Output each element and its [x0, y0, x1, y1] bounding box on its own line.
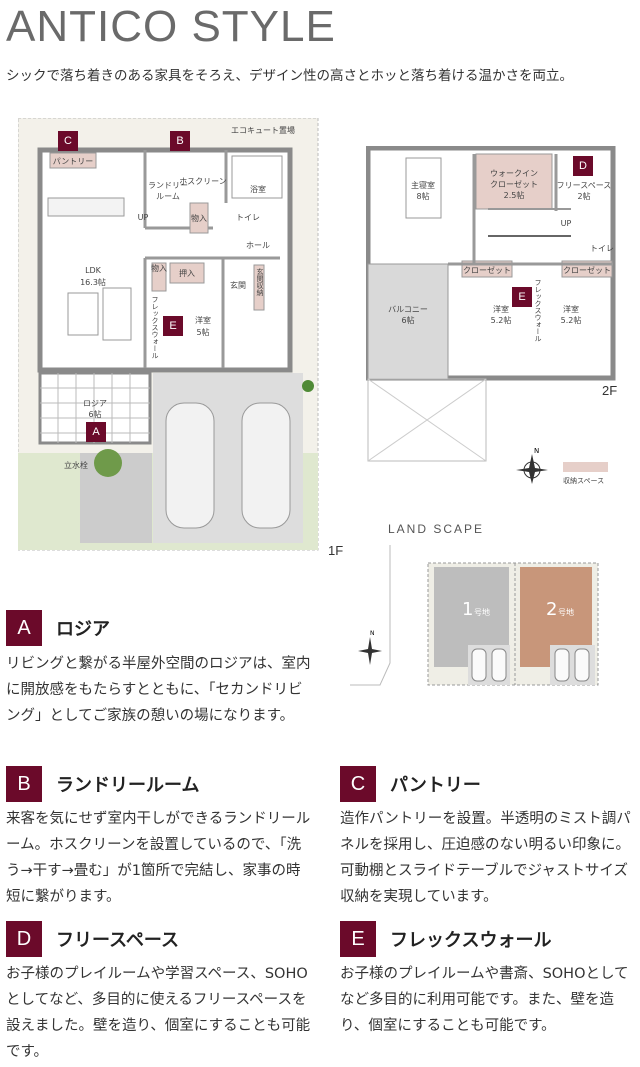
section-e-title: フレックスウォール: [390, 930, 552, 951]
section-d-badge: D: [6, 921, 42, 957]
room-western-2-size: 5.2帖: [561, 315, 582, 325]
page-title: ANTICO STYLE: [6, 2, 336, 51]
room-laundry: ランドリー: [148, 181, 188, 190]
room-logia-size: 6帖: [88, 409, 101, 419]
room-flexwall-2f: フレックスウォール: [534, 279, 542, 342]
stairs-up: UP: [138, 213, 149, 222]
room-western-1: 洋室: [493, 304, 509, 314]
lot-1-number: 1: [462, 599, 473, 620]
room-master-size: 8帖: [416, 191, 429, 201]
section-d-body: お子様のプレイルームや学習スペース、SOHOとしてなど、多目的に使えるフリースペ…: [6, 966, 311, 1060]
section-a-title: ロジア: [56, 619, 110, 640]
section-a-body: リビングと繋がる半屋外空間のロジアは、室内に開放感をもたらすとともに、「セカンド…: [6, 656, 311, 724]
compass-icon: N: [516, 447, 548, 484]
room-hall: ホール: [246, 241, 270, 250]
section-c-badge: C: [340, 766, 376, 802]
room-ldk: LDK: [85, 266, 102, 275]
room-bath: 浴室: [250, 184, 266, 194]
room-western-1-size: 5.2帖: [491, 315, 512, 325]
room-western: 洋室: [195, 315, 211, 325]
room-master: 主寝室: [411, 180, 435, 190]
section-a-badge: A: [6, 610, 42, 646]
section-b-body: 来客を気にせず室内干しができるランドリールーム。ホスクリーンを設置しているので、…: [6, 811, 311, 905]
storage-legend-swatch: [563, 462, 608, 472]
room-genkan: 玄関: [230, 280, 246, 290]
stairs-up-2f: UP: [561, 219, 572, 228]
landscape-compass-icon: N: [358, 630, 382, 665]
room-closet-2: クローゼット: [563, 265, 611, 275]
room-free-size: 2帖: [577, 191, 590, 201]
section-c-title: パントリー: [390, 775, 481, 796]
room-storage-2: 物入: [191, 213, 207, 223]
room-wic: ウォークイン: [490, 169, 538, 178]
landscape-site-plan: 1 号地 2 号地 N: [350, 545, 599, 686]
floor-label-1f: 1F: [328, 543, 344, 558]
room-oshiire: 押入: [179, 268, 195, 278]
lot-2-suffix: 号地: [558, 607, 574, 617]
room-closet-1: クローゼット: [463, 265, 511, 275]
room-logia: ロジア: [83, 399, 107, 408]
room-toilet: トイレ: [236, 213, 260, 222]
room-balcony-size: 6帖: [401, 315, 414, 325]
marker-c: C: [58, 131, 78, 151]
room-storage-3: 物入: [151, 263, 167, 273]
marker-d: D: [573, 156, 593, 176]
room-flexwall: フレックスウォール: [151, 296, 159, 359]
room-hoscreen: ホスクリーン: [179, 177, 227, 186]
lot-2-number: 2: [546, 599, 557, 620]
room-ldk-size: 16.3帖: [80, 277, 106, 287]
page-subtitle: シックで落ち着きのある家具をそろえ、デザイン性の高さとホッと落ち着ける温かさを両…: [6, 68, 573, 84]
svg-text:N: N: [370, 630, 375, 637]
section-b-badge: B: [6, 766, 42, 802]
floor-label-2f: 2F: [602, 383, 618, 398]
section-e-body: お子様のプレイルームや書斎、SOHOとしてなど多目的に利用可能です。また、壁を造…: [340, 966, 629, 1034]
faucet-label: 立水栓: [64, 460, 88, 470]
room-western-size: 5帖: [196, 327, 209, 337]
section-b-title: ランドリールーム: [56, 775, 200, 796]
floor-plan-1f: パントリー ホスクリーン ランドリー ルーム 浴室 エコキュート置場 物入 トイ…: [18, 118, 319, 551]
room-toilet-2f: トイレ: [590, 244, 614, 253]
room-western-2: 洋室: [563, 304, 579, 314]
marker-e-2f: E: [512, 287, 532, 307]
room-balcony: バルコニー: [388, 305, 428, 314]
room-free: フリースペース: [557, 181, 612, 190]
landscape-title: LAND SCAPE: [388, 522, 485, 536]
storage-legend-label: 収納スペース: [563, 477, 605, 485]
marker-a: A: [86, 422, 106, 442]
floor-plan-2f: 主寝室 8帖 ウォークイン クローゼット 2.5帖 フリースペース 2帖 トイレ…: [366, 146, 616, 462]
room-pantry: パントリー: [53, 157, 93, 166]
lot-1-suffix: 号地: [474, 607, 490, 617]
section-d-title: フリースペース: [56, 930, 179, 951]
svg-text:N: N: [534, 447, 539, 455]
room-ecocute: エコキュート置場: [231, 125, 295, 135]
section-e-badge: E: [340, 921, 376, 957]
marker-b: B: [170, 131, 190, 151]
marker-e-1f: E: [163, 316, 183, 336]
room-genkan-storage: 玄関収納: [256, 267, 264, 297]
section-c-body: 造作パントリーを設置。半透明のミスト調パネルを採用し、圧迫感のない明るい印象に。…: [340, 811, 631, 905]
room-laundry-2: ルーム: [156, 192, 180, 201]
room-wic-2: クローゼット: [490, 179, 538, 189]
room-wic-size: 2.5帖: [504, 190, 525, 200]
